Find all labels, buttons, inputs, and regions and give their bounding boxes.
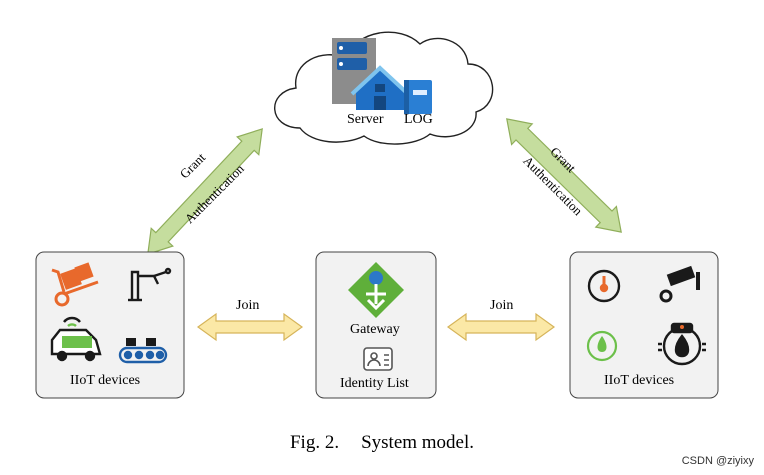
identity-list-label: Identity List — [340, 376, 409, 391]
hand-truck-icon — [51, 262, 99, 307]
gateway-panel — [315, 251, 437, 399]
figure-title: System model. — [361, 432, 475, 453]
figure-number: Fig. 2. — [289, 432, 340, 453]
identity-card-icon — [363, 347, 393, 371]
right-join-arrow — [446, 312, 556, 342]
right-grant-arrow — [506, 118, 622, 233]
watermark: CSDN @ziyixy — [681, 455, 754, 467]
house-icon — [350, 65, 410, 110]
right-iiot-devices-label: IIoT devices — [604, 373, 675, 388]
figure-caption: Fig. 2. System model. — [0, 432, 764, 454]
security-camera-icon — [659, 265, 700, 303]
water-drop-valve-icon — [658, 322, 706, 366]
gateway-label: Gateway — [350, 322, 400, 337]
robot-arm-icon — [128, 267, 172, 302]
conveyor-belt-icon — [118, 338, 168, 364]
left-iiot-devices-label: IIoT devices — [70, 373, 141, 388]
connected-vehicle-icon — [50, 316, 102, 362]
humidity-sensor-icon — [586, 330, 618, 362]
left-join-label: Join — [236, 298, 260, 313]
server-label: Server — [347, 112, 384, 127]
right-join-label: Join — [490, 298, 514, 313]
log-book-icon — [404, 80, 432, 114]
left-join-arrow — [196, 312, 304, 342]
gauge-icon — [587, 269, 621, 303]
log-label: LOG — [404, 112, 433, 127]
gateway-icon — [348, 262, 404, 318]
